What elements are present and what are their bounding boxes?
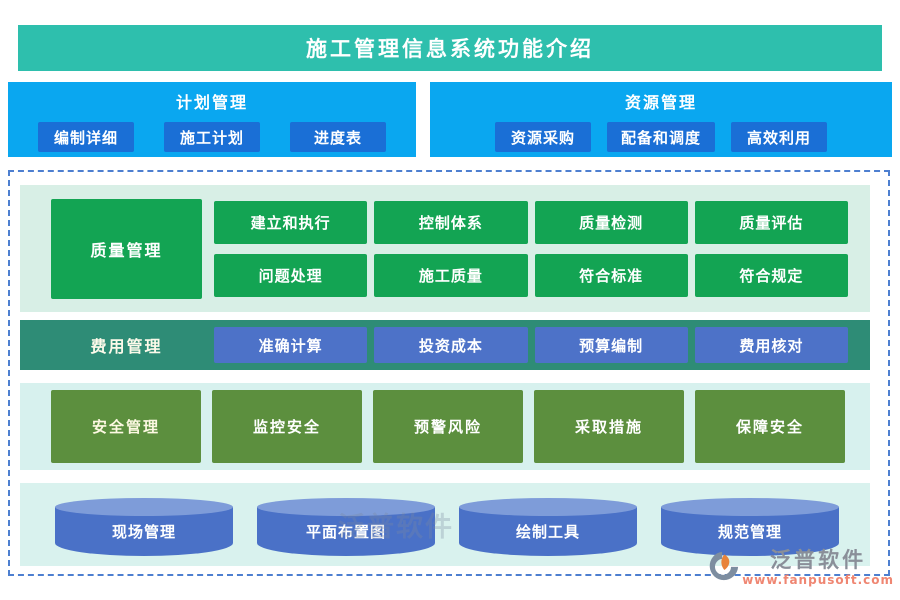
brand-text-block: 泛普软件 www.fanpusoft.com (742, 547, 894, 587)
brand-logo: 泛普软件 www.fanpusoft.com (707, 547, 894, 587)
cost-grid: 准确计算 投资成本 预算编制 费用核对 (214, 327, 848, 363)
cylinder-top-ellipse (459, 497, 637, 516)
resource-panel-title: 资源管理 (624, 93, 697, 112)
site-cylinder: 绘制工具 (459, 497, 637, 556)
resource-button: 配备和调度 (606, 122, 715, 152)
plan-panel-title: 计划管理 (175, 93, 248, 112)
safety-item: 监控安全 (212, 390, 362, 463)
quality-main-box: 质量管理 (51, 198, 202, 299)
quality-item: 施工质量 (374, 253, 528, 297)
main-dashed-container: 质量管理 建立和执行 控制体系 质量检测 质量评估 问题处理 施工质量 符合标准… (8, 170, 890, 576)
resource-button-row: 资源采购 配备和调度 高效利用 (430, 122, 892, 152)
quality-section: 质量管理 建立和执行 控制体系 质量检测 质量评估 问题处理 施工质量 符合标准… (20, 185, 870, 312)
safety-item: 预警风险 (373, 390, 523, 463)
plan-button: 施工计划 (164, 122, 260, 152)
quality-item: 建立和执行 (214, 200, 368, 244)
plan-button-row: 编制详细 施工计划 进度表 (8, 122, 416, 152)
cost-item: 预算编制 (534, 327, 688, 363)
site-cylinder-label: 平面布置图 (257, 506, 435, 556)
site-section: 现场管理 平面布置图 绘制工具 规范管理 泛普软件 (20, 483, 870, 566)
cylinder-top-ellipse (257, 497, 435, 516)
fanpu-swoosh-icon (709, 551, 739, 581)
plan-button: 编制详细 (38, 122, 134, 152)
quality-item: 符合标准 (534, 253, 688, 297)
quality-item: 质量检测 (534, 200, 688, 244)
safety-section: 安全管理 监控安全 预警风险 采取措施 保障安全 (20, 383, 870, 470)
brand-url: www.fanpusoft.com (742, 573, 894, 587)
brand-name: 泛普软件 (770, 548, 867, 572)
safety-main-box: 安全管理 (51, 390, 201, 463)
site-cylinder: 规范管理 (661, 497, 839, 556)
cost-item: 投资成本 (374, 327, 528, 363)
site-cylinder: 平面布置图 (257, 497, 435, 556)
cost-main-label: 费用管理 (90, 337, 163, 356)
resource-panel: 资源管理 资源采购 配备和调度 高效利用 (430, 82, 892, 157)
page-title: 施工管理信息系统功能介绍 (18, 25, 882, 71)
cost-section: 费用管理 准确计算 投资成本 预算编制 费用核对 (20, 320, 870, 370)
cost-item: 费用核对 (694, 327, 848, 363)
quality-item: 控制体系 (374, 200, 528, 244)
resource-button: 高效利用 (731, 122, 827, 152)
quality-item: 问题处理 (214, 253, 368, 297)
safety-item: 采取措施 (534, 390, 684, 463)
quality-item: 符合规定 (694, 253, 848, 297)
cost-item: 准确计算 (214, 327, 368, 363)
resource-button: 资源采购 (494, 122, 591, 152)
cylinder-top-ellipse (55, 497, 233, 516)
quality-item: 质量评估 (694, 200, 848, 244)
plan-panel: 计划管理 编制详细 施工计划 进度表 (8, 82, 416, 157)
plan-button: 进度表 (290, 122, 386, 152)
quality-grid: 建立和执行 控制体系 质量检测 质量评估 问题处理 施工质量 符合标准 符合规定 (214, 200, 848, 297)
safety-item: 保障安全 (695, 390, 845, 463)
site-cylinder: 现场管理 (55, 497, 233, 556)
cylinder-top-ellipse (661, 497, 839, 516)
